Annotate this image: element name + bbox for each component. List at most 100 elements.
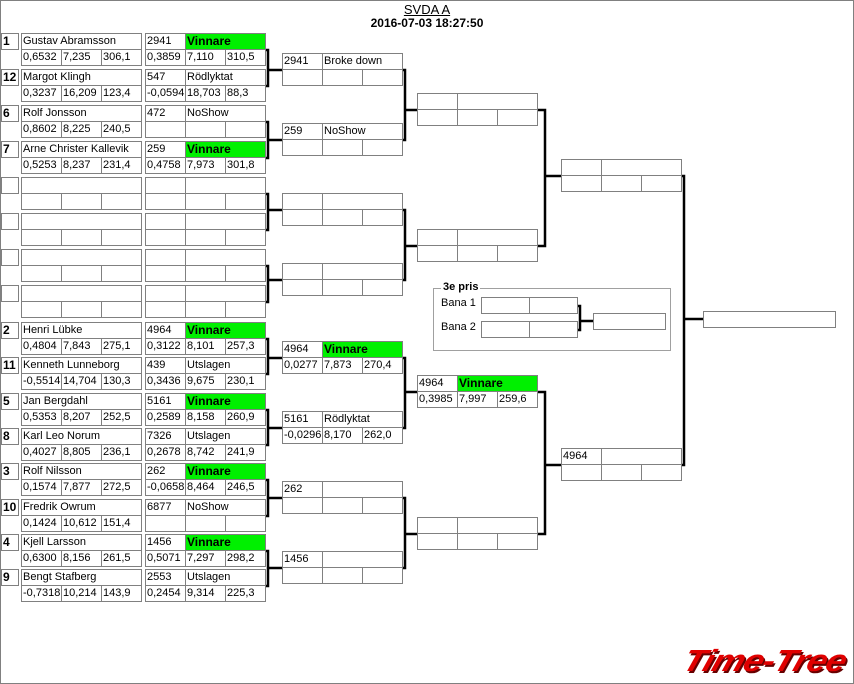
round3-result-number[interactable] <box>417 93 458 110</box>
round1-result-stat[interactable]: 7,973 <box>185 157 226 174</box>
round3-result-stat[interactable]: 259,6 <box>497 391 538 408</box>
round1-result-stat[interactable]: 8,464 <box>185 479 226 496</box>
round2-result-stat[interactable] <box>362 69 403 86</box>
player-stat[interactable]: 143,9 <box>101 585 142 602</box>
round1-result-status[interactable]: Utslagen <box>185 569 266 586</box>
player-name[interactable]: Kjell Larsson <box>21 534 142 551</box>
round4-result-number[interactable]: 4964 <box>561 448 602 465</box>
player-stat[interactable]: 231,4 <box>101 157 142 174</box>
player-stat[interactable] <box>21 301 62 318</box>
round1-result-stat[interactable]: 310,5 <box>225 49 266 66</box>
player-stat[interactable]: -0,5514 <box>21 373 62 390</box>
player-stat[interactable]: 7,235 <box>61 49 102 66</box>
round4-result-stat[interactable] <box>561 464 602 481</box>
round2-result-stat[interactable] <box>362 497 403 514</box>
player-stat[interactable] <box>101 193 142 210</box>
round2-result-stat[interactable]: 7,873 <box>322 357 363 374</box>
round1-result-number[interactable] <box>145 285 186 302</box>
round1-result-stat[interactable]: 0,2454 <box>145 585 186 602</box>
round3-result-number[interactable]: 4964 <box>417 375 458 392</box>
player-name[interactable]: Kenneth Lunneborg <box>21 357 142 374</box>
round1-result-stat[interactable] <box>225 229 266 246</box>
round2-result-stat[interactable]: 262,0 <box>362 427 403 444</box>
player-stat[interactable]: 0,3237 <box>21 85 62 102</box>
round4-result-status[interactable] <box>601 159 682 176</box>
round1-result-number[interactable] <box>145 213 186 230</box>
round4-result-stat[interactable] <box>561 175 602 192</box>
round1-result-number[interactable]: 259 <box>145 141 186 158</box>
round1-result-number[interactable]: 2941 <box>145 33 186 50</box>
player-stat[interactable]: 8,805 <box>61 444 102 461</box>
round1-result-status[interactable]: Utslagen <box>185 428 266 445</box>
round1-result-stat[interactable] <box>185 515 226 532</box>
round3-result-stat[interactable] <box>457 533 498 550</box>
player-stat[interactable]: 0,6532 <box>21 49 62 66</box>
round2-result-status[interactable] <box>322 193 403 210</box>
player-stat[interactable] <box>61 301 102 318</box>
player-stat[interactable]: 8,225 <box>61 121 102 138</box>
round1-result-stat[interactable]: 257,3 <box>225 338 266 355</box>
round1-result-stat[interactable] <box>185 229 226 246</box>
round1-result-status[interactable]: NoShow <box>185 105 266 122</box>
player-stat[interactable]: 0,4804 <box>21 338 62 355</box>
round1-result-stat[interactable] <box>225 515 266 532</box>
third-place-cell[interactable] <box>529 321 578 338</box>
round2-result-stat[interactable] <box>282 567 323 584</box>
player-name[interactable]: Jan Bergdahl <box>21 393 142 410</box>
player-stat[interactable]: 14,704 <box>61 373 102 390</box>
third-place-result[interactable] <box>593 313 666 330</box>
round2-result-number[interactable]: 2941 <box>282 53 323 70</box>
player-name[interactable]: Rolf Nilsson <box>21 463 142 480</box>
round1-result-status[interactable]: Utslagen <box>185 357 266 374</box>
round1-result-number[interactable]: 439 <box>145 357 186 374</box>
round3-result-status[interactable] <box>457 517 538 534</box>
round1-result-stat[interactable] <box>145 121 186 138</box>
round2-result-stat[interactable] <box>322 209 363 226</box>
round3-result-stat[interactable] <box>497 109 538 126</box>
player-stat[interactable]: 7,843 <box>61 338 102 355</box>
round1-result-stat[interactable]: 8,742 <box>185 444 226 461</box>
round1-result-stat[interactable] <box>145 193 186 210</box>
player-stat[interactable]: 252,5 <box>101 409 142 426</box>
round2-result-stat[interactable]: 270,4 <box>362 357 403 374</box>
round1-result-stat[interactable]: 225,3 <box>225 585 266 602</box>
round4-result-stat[interactable] <box>641 175 682 192</box>
round2-result-stat[interactable] <box>322 567 363 584</box>
round1-result-stat[interactable]: 0,5071 <box>145 550 186 567</box>
round2-result-number[interactable] <box>282 263 323 280</box>
player-stat[interactable]: 130,3 <box>101 373 142 390</box>
round1-result-number[interactable]: 6877 <box>145 499 186 516</box>
round1-result-status[interactable] <box>185 249 266 266</box>
round1-result-status[interactable] <box>185 177 266 194</box>
round1-result-stat[interactable] <box>225 121 266 138</box>
player-stat[interactable]: 236,1 <box>101 444 142 461</box>
round2-result-status[interactable] <box>322 551 403 568</box>
player-stat[interactable] <box>101 229 142 246</box>
round4-result-number[interactable] <box>561 159 602 176</box>
round2-result-stat[interactable]: -0,0296 <box>282 427 323 444</box>
round3-result-stat[interactable]: 0,3985 <box>417 391 458 408</box>
player-stat[interactable]: -0,7318 <box>21 585 62 602</box>
player-stat[interactable]: 275,1 <box>101 338 142 355</box>
round1-result-status[interactable] <box>185 285 266 302</box>
round1-result-stat[interactable]: 0,3859 <box>145 49 186 66</box>
round4-result-stat[interactable] <box>601 175 642 192</box>
round1-result-stat[interactable]: 0,2589 <box>145 409 186 426</box>
round1-result-stat[interactable] <box>145 301 186 318</box>
round1-result-stat[interactable]: 88,3 <box>225 85 266 102</box>
round3-result-stat[interactable] <box>497 533 538 550</box>
player-name[interactable] <box>21 213 142 230</box>
round1-result-stat[interactable]: 241,9 <box>225 444 266 461</box>
player-name[interactable]: Arne Christer Kallevik <box>21 141 142 158</box>
round2-result-status[interactable] <box>322 481 403 498</box>
player-stat[interactable]: 10,214 <box>61 585 102 602</box>
round2-result-stat[interactable] <box>322 497 363 514</box>
player-stat[interactable]: 123,4 <box>101 85 142 102</box>
round2-result-stat[interactable]: 0,0277 <box>282 357 323 374</box>
round1-result-stat[interactable] <box>145 265 186 282</box>
round2-result-stat[interactable] <box>362 279 403 296</box>
round1-result-number[interactable]: 2553 <box>145 569 186 586</box>
round3-result-stat[interactable] <box>497 245 538 262</box>
player-stat[interactable] <box>101 301 142 318</box>
round2-result-stat[interactable] <box>362 209 403 226</box>
